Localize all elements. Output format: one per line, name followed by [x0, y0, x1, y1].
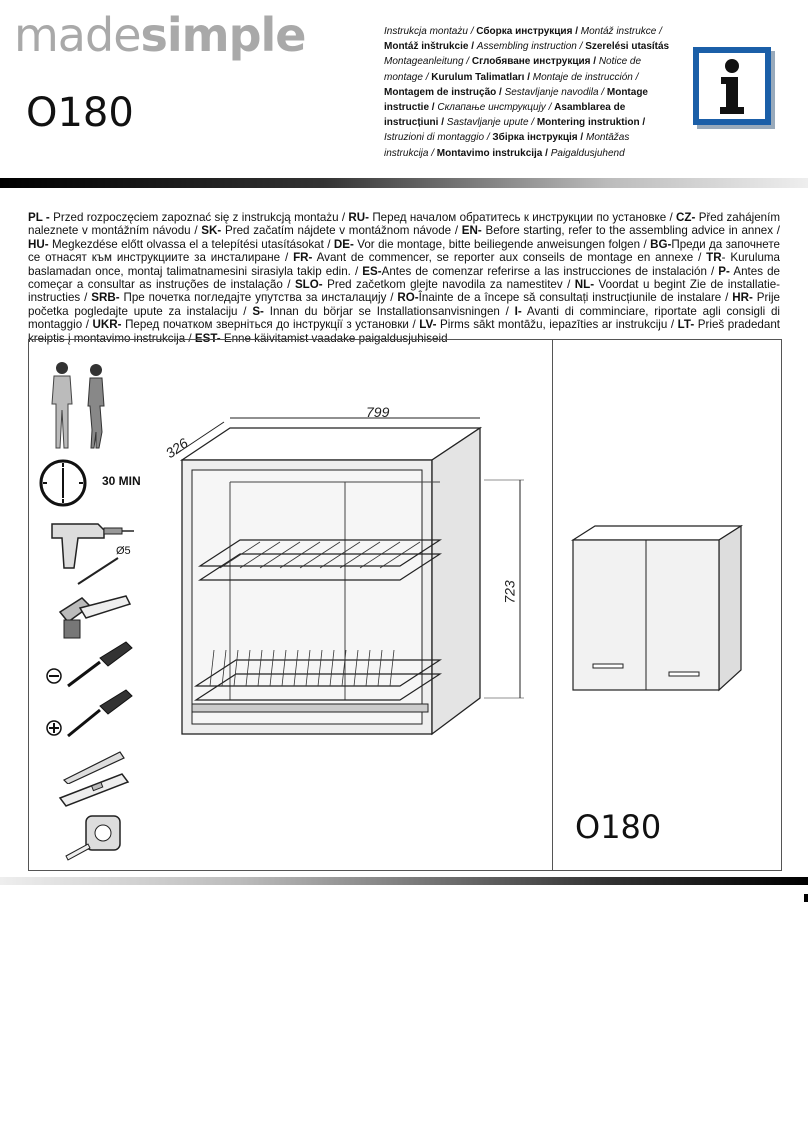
bottom-divider-bar [0, 877, 808, 885]
intro-lang-text-17: Innan du börjar se Installationsanvisnin… [263, 304, 515, 318]
language-title-3: Montáž inštrukcie / [384, 41, 477, 53]
intro-lang-text-18: Avanti di comminciare, riportate agli co… [28, 304, 780, 332]
language-title-2: Montáž instrukce / [580, 26, 662, 37]
intro-lang-code-10: ES- [362, 264, 382, 278]
intro-lang-code-15: RO- [397, 291, 419, 305]
language-title-19: Збірка інструкція / [492, 132, 586, 144]
intro-lang-code-17: S- [252, 304, 264, 318]
model-number: O180 [26, 90, 134, 136]
intro-lang-code-4: EN- [461, 224, 482, 238]
intro-lang-text-21: Prieš pradedant kreiptis į montavimo ins… [28, 318, 780, 345]
intro-lang-text-7: Преди да започнете се отнасят към инстру… [28, 237, 780, 265]
language-title-13: Montage instructie / [384, 86, 648, 114]
height-dimension: 723 [501, 580, 518, 604]
intro-lang-code-1: RU- [348, 211, 370, 224]
language-title-12: Sestavljanje navodila / [504, 86, 607, 98]
intro-lang-code-12: SLO- [294, 278, 323, 292]
language-title-14: Склапање инструкцију / [437, 102, 555, 114]
language-title-11: Montagem de instrução / [384, 86, 505, 98]
intro-lang-code-7: BG- [650, 237, 672, 251]
illustration-frame [28, 339, 782, 871]
language-title-18: Istruzioni di montaggio / [384, 132, 493, 144]
intro-lang-text-12: Pred začetkom glejte navodila za namesti… [322, 278, 575, 292]
intro-lang-code-6: DE- [333, 237, 354, 251]
instruction-title-languages: Instrukcja montażu / Сборка инструкция /… [384, 24, 674, 161]
intro-lang-text-4: Before starting, refer to the assembling… [481, 224, 780, 238]
language-title-1: Сборка инструкция / [476, 26, 581, 37]
language-title-17: Montering instruktion / [536, 117, 646, 129]
intro-lang-code-19: UKR- [92, 318, 122, 332]
language-title-4: Assembling instruction / [476, 41, 586, 53]
intro-lang-code-9: TR [706, 251, 722, 265]
intro-lang-text-20: Pirms sākt montāžu, iepazīties ar instru… [436, 318, 678, 332]
intro-lang-text-11: Antes de começar a consultar as instruçõ… [28, 264, 780, 292]
language-title-5: Szerelési utasítás [585, 41, 670, 53]
intro-lang-code-20: LV- [419, 318, 437, 332]
intro-lang-code-13: NL- [574, 278, 595, 292]
language-title-15: Asamblarea de instrucțiuni / [384, 102, 626, 129]
flat-screwdriver-icon [46, 641, 133, 688]
intro-lang-text-0: Przed rozpoczęciem zapoznać się z instru… [49, 211, 349, 224]
intro-lang-code-3: SK- [201, 224, 222, 238]
language-title-6: Montageanleitung / [384, 56, 472, 68]
page-corner-mark [804, 894, 808, 902]
intro-lang-text-2: Před zahájením naleznete v montážním náv… [28, 211, 781, 238]
open-cabinet-drawing [175, 417, 524, 736]
intro-lang-code-8: FR- [293, 251, 313, 265]
intro-lang-text-8: Avant de commencer, se reporter aux cons… [312, 251, 707, 265]
intro-lang-code-22: EST- [194, 331, 221, 345]
intro-lang-text-6: Vor die montage, bitte beiliegende anwei… [353, 237, 651, 251]
intro-lang-code-18: I- [514, 304, 522, 318]
intro-lang-text-10: Antes de comenzar referirse a las instru… [381, 264, 719, 278]
intro-lang-text-1: Перед началом обратитесь к инструкции по… [369, 211, 677, 224]
language-title-10: Montaje de instrucción / [532, 71, 639, 83]
intro-lang-code-11: P- [718, 264, 730, 278]
language-title-16: Sastavljanje upute / [446, 117, 537, 129]
info-icon [693, 47, 775, 129]
pencil-icon [62, 751, 125, 784]
intro-lang-text-5: Megkezdése előtt olvassa el a telepítési… [48, 237, 334, 251]
language-title-21: Montavimo instrukcija / [436, 147, 551, 159]
drill-icon: Ø5 [51, 523, 134, 585]
closed-cabinet-drawing [570, 524, 744, 692]
intro-lang-code-5: HU- [28, 237, 49, 251]
spirit-level-icon [58, 773, 130, 807]
clock-icon [39, 459, 87, 507]
intro-lang-text-22: Enne käivitamist vaadake paigaldusjuhise… [220, 331, 448, 345]
intro-lang-text-9: - Kuruluma baslamadan once, montaj talim… [28, 251, 780, 278]
language-title-8: Notice de montage / [384, 56, 642, 83]
hammer-icon [58, 595, 132, 639]
intro-lang-code-0: PL - [28, 211, 50, 224]
tape-measure-icon [65, 815, 121, 861]
intro-lang-code-2: CZ- [676, 211, 696, 224]
brand-logo: madesimple [14, 8, 306, 62]
intro-lang-text-13: Voordat u begint Zie de installatie-inst… [28, 278, 780, 305]
intro-lang-code-16: HR- [732, 291, 753, 305]
intro-lang-text-15: Înainte de a începe să consultați instru… [418, 291, 733, 305]
language-title-7: Сглобяване инструкция / [471, 56, 599, 68]
language-title-20: Montāžas instrukcija / [384, 132, 630, 159]
product-model-label: O180 [575, 808, 662, 846]
intro-lang-code-14: SRB- [91, 291, 120, 305]
assembly-time: 30 MIN [102, 474, 141, 488]
width-dimension: 799 [366, 404, 390, 420]
drill-bit-size: Ø5 [116, 545, 131, 557]
intro-lang-text-19: Перед початком зверніться до інструкції … [121, 318, 420, 332]
language-title-9: Kurulum Talimatları / [431, 71, 533, 83]
phillips-screwdriver-icon [46, 689, 133, 738]
language-title-0: Instrukcja montażu / [384, 26, 477, 37]
intro-lang-text-14: Пре почетка погледајте упутства за инста… [119, 291, 398, 305]
intro-lang-code-21: LT- [677, 318, 695, 332]
language-title-22: Paigaldusjuhend [550, 147, 625, 159]
two-people-icon [51, 362, 105, 449]
intro-multilingual-text: PL - Przed rozpoczęciem zapoznać się z i… [28, 211, 780, 345]
intro-lang-text-16: Prije početka pogledajte upute za instal… [28, 291, 781, 318]
frame-divider [552, 339, 553, 871]
top-divider-bar [0, 178, 808, 188]
intro-lang-text-3: Pred začatím nájdete v montážnom návode … [221, 224, 462, 238]
